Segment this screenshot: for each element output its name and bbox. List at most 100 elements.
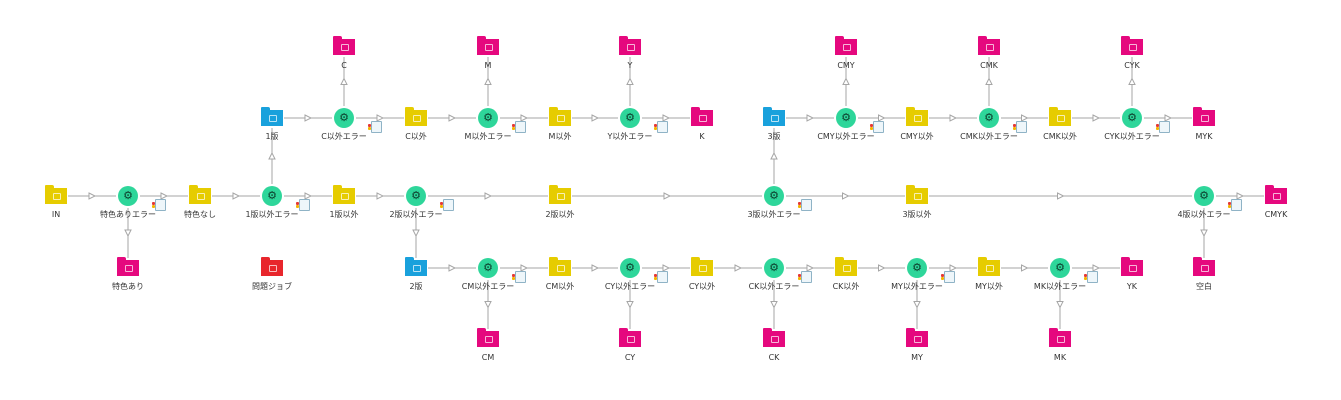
blue-folder-icon [405,257,427,276]
pink-folder-icon [619,328,641,347]
gear-icon: ⚙ [118,186,138,206]
pink-folder-icon [691,107,713,126]
lock-icon [413,115,421,122]
node-label: C以外エラー [321,132,367,141]
pink-folder-icon [1121,36,1143,55]
connector-g_tokushoku-to-tokushoku_ari-arrow [124,229,132,238]
node-label: CYK以外エラー [1104,132,1160,141]
connector-g_y-to-y-arrow [626,77,634,85]
connector-2han-to-g_cm-arrow [448,264,457,272]
node-label: C [341,61,347,70]
lock-icon [986,44,994,51]
connector-m_igai-to-g_y-arrow [591,114,600,122]
connector-g_y-to-k-arrow [662,114,671,122]
lock-icon [1057,336,1065,343]
lock-icon [627,336,635,343]
lock-icon [914,115,922,122]
connector-cy_igai-to-g_ck-arrow [734,264,743,272]
node-label: CK以外エラー [748,282,800,291]
lock-icon [1201,265,1209,272]
node-label: CMK以外エラー [960,132,1018,141]
gear-icon: ⚙ [1050,258,1070,278]
connector-g_cmk-to-cmk_igai-arrow [1021,114,1029,122]
document-badge-icon [1228,199,1242,211]
node-label: CMK以外 [1043,132,1077,141]
node-label: CMY以外エラー [817,132,875,141]
node-label: MY以外エラー [891,282,943,291]
node-label: IN [51,210,61,219]
lock-icon [557,265,565,272]
pink-folder-icon [1049,328,1071,347]
lock-icon [627,44,635,51]
yellow-folder-icon [45,185,67,204]
gear-icon: ⚙ [478,108,498,128]
lock-icon [341,44,349,51]
connector-ck_igai-to-g_my-arrow [878,264,886,272]
yellow-folder-icon [835,257,857,276]
document-badge-icon [368,121,382,133]
document-badge-icon [870,121,884,133]
document-badge-icon [296,199,310,211]
node-label: CYK [1124,61,1140,70]
lock-icon [1273,193,1281,200]
lock-icon [485,336,493,343]
node-label: MYK [1195,132,1213,141]
node-label: CMY以外 [900,132,934,141]
connector-g_3han-to-3han-arrow [770,151,778,160]
lock-icon [269,265,277,272]
connector-cmk_igai-to-g_cyk-arrow [1092,114,1101,122]
lock-icon [914,193,922,200]
connector-3han-to-g_cmy-arrow [806,114,815,122]
yellow-folder-icon [978,257,1000,276]
node-label: CM以外 [545,282,575,291]
node-label: 2版以外 [545,210,575,219]
gear-icon: ⚙ [620,108,640,128]
gear-icon: ⚙ [764,258,784,278]
node-label: Y以外エラー [607,132,653,141]
gear-icon: ⚙ [979,108,999,128]
connector-g_2han-to-2han_igai-arrow [484,192,493,200]
node-label: 特色ありエラー [100,210,156,219]
red-folder-icon [261,257,283,276]
node-label: CK以外 [832,282,860,291]
connector-g_cy-to-cy_igai-arrow [662,264,671,272]
lock-icon [125,265,133,272]
lock-icon [1201,115,1209,122]
node-label: CMY [837,61,855,70]
node-label: Y [627,61,633,70]
lock-icon [197,193,205,200]
pink-folder-icon [477,36,499,55]
node-label: CY以外 [688,282,716,291]
gear-icon: ⚙ [1122,108,1142,128]
node-label: M [484,61,492,70]
connector-g_ck-to-ck-arrow [770,301,778,309]
connector-g_cm-to-cm_igai-arrow [520,264,529,272]
connector-g_4han-to-kuuhaku-arrow [1200,229,1208,238]
node-label: CM以外エラー [461,282,515,291]
lock-icon [557,115,565,122]
node-label: 4版以外エラー [1177,210,1231,219]
document-badge-icon [798,271,812,283]
node-label: 1版以外エラー [245,210,299,219]
connector-3han_igai-to-g_4han-arrow [1057,192,1065,200]
yellow-folder-icon [1049,107,1071,126]
node-label: 特色なし [184,210,216,219]
node-label: CMYK [1264,210,1288,219]
yellow-folder-icon [906,107,928,126]
connector-g_ck-to-ck_igai-arrow [806,264,815,272]
document-badge-icon [512,271,526,283]
connector-g_mk-to-mk-arrow [1056,301,1064,309]
connector-g_cm-to-cm-arrow [484,301,492,309]
lock-icon [413,265,421,272]
document-badge-icon [654,121,668,133]
pink-folder-icon [333,36,355,55]
lock-icon [771,336,779,343]
lock-icon [986,265,994,272]
node-label: CK [768,353,780,362]
document-badge-icon [1013,121,1027,133]
connector-g_4han-to-cmyk-arrow [1236,192,1245,200]
connector-cmy_igai-to-g_cmk-arrow [949,114,958,122]
pink-folder-icon [978,36,1000,55]
node-label: 2版 [409,282,423,291]
connector-my_igai-to-g_mk-arrow [1021,264,1029,272]
